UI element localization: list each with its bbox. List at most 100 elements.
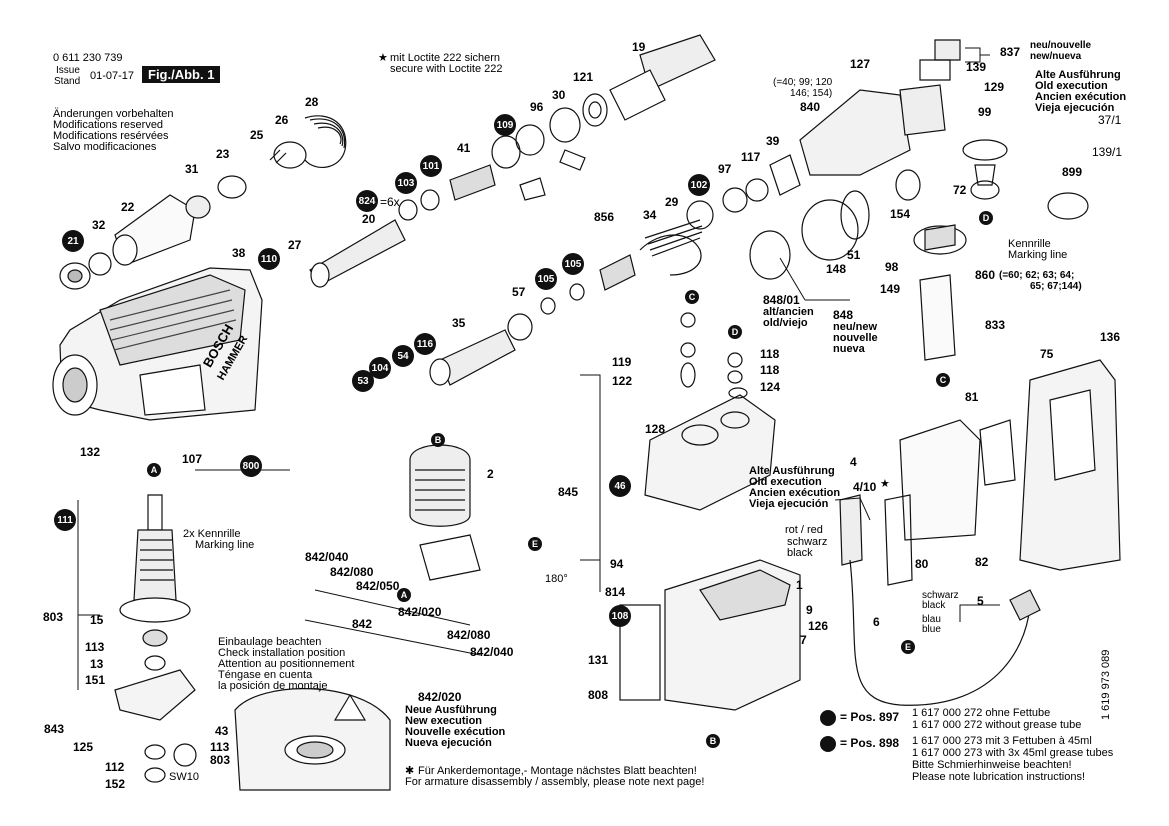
install-note-es1: Téngase en cuenta bbox=[218, 669, 313, 681]
piston-assembly bbox=[429, 84, 946, 386]
part-97: 97 bbox=[718, 162, 732, 176]
part-102: 102 bbox=[688, 174, 710, 196]
part-107: 107 bbox=[182, 452, 203, 466]
part-152: 152 bbox=[105, 777, 126, 791]
gear-assembly bbox=[913, 39, 1089, 361]
part-4-10: 4/10 bbox=[853, 480, 877, 494]
kennrille-label: Kennrille bbox=[1008, 238, 1051, 250]
part-124: 124 bbox=[760, 380, 781, 394]
old-exec2-es: Vieja ejecución bbox=[749, 498, 829, 510]
part-51: 51 bbox=[847, 248, 861, 262]
marking-line-2: Marking line bbox=[195, 539, 255, 551]
ref-letter-c-right: C bbox=[936, 373, 950, 387]
part-860-list: (=60; 62; 63; 64; bbox=[999, 270, 1075, 281]
installation-detail bbox=[234, 688, 391, 791]
old-label: old/viejo bbox=[763, 317, 808, 329]
new-exec-de: Neue Ausführung bbox=[405, 704, 497, 716]
part-29: 29 bbox=[665, 195, 679, 209]
part-151: 151 bbox=[85, 673, 106, 687]
loctite-de: mit Loctite 222 sichern bbox=[390, 52, 501, 64]
old-exec2-en: Old execution bbox=[749, 476, 822, 488]
part-26: 26 bbox=[275, 113, 289, 127]
rear-handle bbox=[839, 359, 1121, 586]
old-exec-es: Vieja ejecución bbox=[1035, 102, 1115, 114]
part-99: 99 bbox=[978, 105, 992, 119]
power-cable bbox=[849, 559, 1041, 706]
neu-label: neu/new bbox=[833, 321, 878, 333]
nouvelle-label: nouvelle bbox=[833, 332, 878, 344]
callout-lines bbox=[77, 47, 1000, 690]
part-136: 136 bbox=[1100, 330, 1121, 344]
part-5: 5 bbox=[977, 594, 984, 608]
old-exec2-de: Alte Ausführung bbox=[749, 465, 835, 477]
star-icon-2: ★ bbox=[880, 478, 890, 490]
mods-fr: Modifications resérvées bbox=[53, 130, 169, 142]
filled-dot-icon bbox=[820, 710, 836, 726]
part-9: 9 bbox=[806, 603, 813, 617]
part-4: 4 bbox=[850, 455, 857, 469]
part-833: 833 bbox=[985, 318, 1006, 332]
pos-897-line1: 1 617 000 272 ohne Fettube bbox=[912, 707, 1051, 719]
part-75: 75 bbox=[1040, 347, 1054, 361]
nueva-label: nueva bbox=[833, 343, 865, 355]
part-842-080: 842/080 bbox=[330, 565, 374, 579]
part-25: 25 bbox=[250, 128, 264, 142]
kennrille-2x: 2x Kennrille bbox=[183, 528, 241, 540]
ref-letter-b: B bbox=[431, 433, 445, 447]
part-23: 23 bbox=[216, 147, 230, 161]
part-105-b: 105 bbox=[562, 253, 584, 275]
part-899: 899 bbox=[1062, 165, 1083, 179]
wire-black: black bbox=[787, 547, 813, 559]
part-104: 104 bbox=[369, 357, 391, 379]
part-94: 94 bbox=[610, 557, 624, 571]
part-38: 38 bbox=[232, 246, 246, 260]
install-note-es2: la posición de montaje bbox=[218, 680, 328, 692]
stand-label: Stand bbox=[54, 76, 81, 87]
part-110: 110 bbox=[258, 248, 280, 270]
pos-898-line2: 1 617 000 273 with 3x 45ml grease tubes bbox=[912, 747, 1114, 759]
part-128: 128 bbox=[645, 422, 666, 436]
part-845: 845 bbox=[558, 485, 579, 499]
part-81: 81 bbox=[965, 390, 979, 404]
rotation-180: 180° bbox=[545, 573, 568, 585]
old-exec2-fr: Ancien exécution bbox=[749, 487, 841, 499]
spindle-assembly bbox=[309, 34, 716, 288]
part-800: 800 bbox=[240, 455, 262, 477]
part-848: 848 bbox=[833, 308, 854, 322]
wire-schwarz: schwarz bbox=[787, 536, 828, 548]
part-842-020: 842/020 bbox=[398, 605, 442, 619]
part-148: 148 bbox=[826, 262, 847, 276]
part-82: 82 bbox=[975, 555, 989, 569]
issue-label: Issue bbox=[56, 65, 80, 76]
part-129: 129 bbox=[984, 80, 1005, 94]
old-exec-de: Alte Ausführung bbox=[1035, 69, 1121, 81]
part-840-list2: 146; 154) bbox=[790, 88, 833, 99]
part-111: 111 bbox=[54, 509, 76, 531]
ref-letter-c-top: C bbox=[685, 290, 699, 304]
part-20: 20 bbox=[362, 212, 376, 226]
document-number: 1 619 973 089 bbox=[1100, 649, 1112, 720]
part-2: 2 bbox=[487, 467, 494, 481]
part-number: 0 611 230 739 bbox=[53, 52, 123, 64]
part-139: 139 bbox=[966, 60, 987, 74]
part-125: 125 bbox=[73, 740, 94, 754]
part-13: 13 bbox=[90, 657, 104, 671]
part-154: 154 bbox=[890, 207, 911, 221]
part-842: 842 bbox=[352, 617, 373, 631]
pos-898-line1: 1 617 000 273 mit 3 Fettuben à 45ml bbox=[912, 735, 1092, 747]
ref-letter-d: D bbox=[728, 325, 742, 339]
part-30: 30 bbox=[552, 88, 566, 102]
part-43: 43 bbox=[215, 724, 229, 738]
part-126: 126 bbox=[808, 619, 829, 633]
armature-note-en: For armature disassembly / assembly, ple… bbox=[405, 776, 705, 788]
wire-black-2: black bbox=[922, 600, 946, 611]
gear-housing bbox=[644, 312, 776, 511]
mods-de: Änderungen vorbehalten bbox=[53, 108, 174, 120]
part-132: 132 bbox=[80, 445, 101, 459]
part-7: 7 bbox=[800, 633, 807, 647]
new-exec-en: New execution bbox=[405, 715, 483, 727]
star-icon: ★ bbox=[378, 52, 388, 64]
figure-tag: Fig./Abb. 1 bbox=[142, 66, 221, 83]
part-37-1: 37/1 bbox=[1098, 113, 1122, 127]
